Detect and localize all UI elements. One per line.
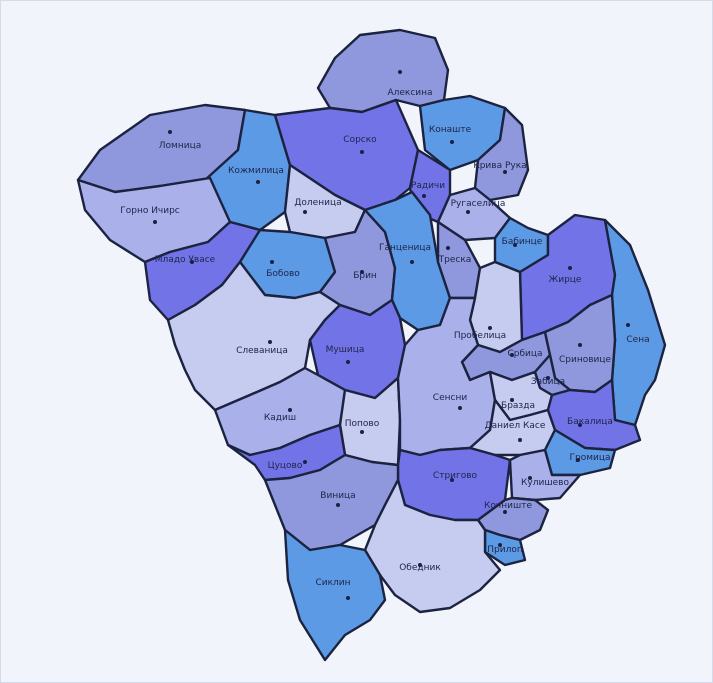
region-27-label: Бразда [501, 401, 535, 411]
region-8-dot [503, 170, 507, 174]
region-0 [316, 28, 450, 114]
region-12-label: Ганценица [379, 243, 431, 253]
region-32-label: Стригово [433, 471, 478, 481]
region-18-label: Мушица [326, 345, 365, 355]
region-36-label: Прилоп [487, 545, 523, 555]
region-21-label: Сена [626, 335, 649, 345]
region-37 [363, 478, 502, 614]
region-19-label: Пробелица [454, 331, 506, 341]
region-31-label: Громица [570, 453, 611, 463]
region-0-dot [398, 70, 402, 74]
region-16-dot [568, 266, 572, 270]
region-17-label: Слеваница [236, 346, 288, 356]
region-5-dot [153, 220, 157, 224]
region-24-dot [288, 408, 292, 412]
region-14-label: Треска [438, 255, 472, 265]
region-28-label: Даниел Касе [485, 421, 546, 431]
region-12-dot [410, 260, 414, 264]
region-3-label: Сорско [343, 135, 377, 145]
region-33-label: Кулишево [521, 478, 569, 488]
region-30-label: Цуцово [268, 461, 303, 471]
region-32-dot [450, 478, 454, 482]
region-11-label: Брин [353, 271, 377, 281]
region-10-dot [270, 260, 274, 264]
region-35-label: Кочниште [484, 501, 532, 511]
region-29-label: Бакалица [567, 417, 613, 427]
region-25-label: Попово [345, 419, 380, 429]
region-22-dot [578, 343, 582, 347]
region-3-dot [360, 150, 364, 154]
region-18-dot [346, 360, 350, 364]
region-9-dot [190, 260, 194, 264]
region-35-dot [503, 510, 507, 514]
region-38-dot [346, 596, 350, 600]
region-6-label: Доленица [294, 198, 341, 208]
region-1-label: Ломница [159, 141, 201, 151]
region-24-label: Кадиш [264, 413, 296, 423]
region-1-dot [168, 130, 172, 134]
region-13-label: Ругаселица [451, 199, 506, 209]
region-15-dot [513, 243, 517, 247]
region-29 [546, 378, 642, 452]
region-9-label: Младо Увасе [155, 255, 216, 265]
region-2-label: Кожмилица [228, 166, 284, 176]
region-31-dot [576, 458, 580, 462]
region-26-label: Сенсни [433, 393, 468, 403]
region-29-dot [578, 423, 582, 427]
region-30-dot [303, 460, 307, 464]
region-20-label: Србица [507, 349, 542, 359]
region-7-dot [422, 194, 426, 198]
region-34-label: Виница [320, 491, 355, 501]
region-19-dot [488, 326, 492, 330]
region-2-dot [256, 180, 260, 184]
region-17-dot [268, 340, 272, 344]
region-22-label: Сриновице [559, 355, 612, 365]
region-25-dot [360, 430, 364, 434]
region-33-dot [528, 476, 532, 480]
region-4-label: Конаште [429, 125, 472, 135]
region-7-label: Радичи [411, 181, 445, 191]
region-0-label: Алексина [387, 88, 432, 98]
region-23-dot [546, 376, 550, 380]
region-37-dot [418, 563, 422, 567]
region-27-dot [510, 398, 514, 402]
region-26-dot [458, 406, 462, 410]
region-38 [283, 528, 387, 662]
regions-layer [76, 28, 667, 662]
region-6-dot [303, 210, 307, 214]
region-23-label: Забица [531, 377, 565, 387]
region-21-dot [626, 323, 630, 327]
region-13 [436, 186, 512, 242]
region-13-dot [466, 210, 470, 214]
region-28-dot [518, 438, 522, 442]
region-5-label: Горно Ичирс [120, 206, 180, 216]
region-14-dot [446, 246, 450, 250]
region-11-dot [360, 270, 364, 274]
region-38-label: Сиклин [315, 578, 350, 588]
region-20-dot [510, 353, 514, 357]
region-34-dot [336, 503, 340, 507]
region-10-label: Бобово [266, 269, 300, 279]
region-4-dot [450, 140, 454, 144]
region-8-label: Крива Рука [473, 161, 526, 171]
region-36-dot [498, 543, 502, 547]
region-37-label: Обедник [399, 563, 441, 573]
region-15-label: Бабинце [502, 237, 543, 247]
region-16-label: Жирце [549, 275, 582, 285]
